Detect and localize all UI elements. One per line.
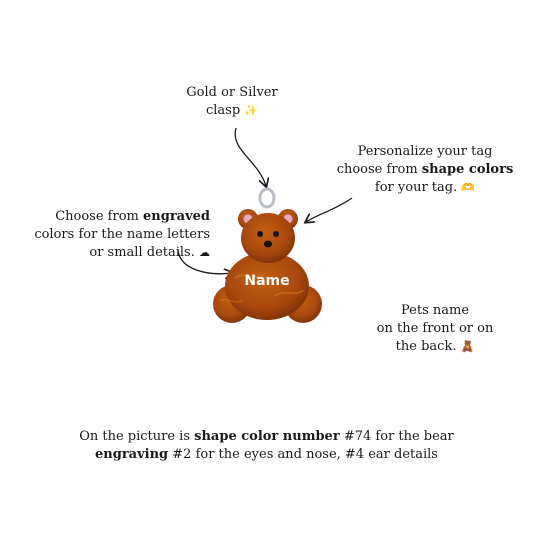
shape-color-note: Personalize your tag choose from shape c… bbox=[320, 143, 530, 197]
sparkles-icon: ✨ bbox=[244, 104, 259, 117]
caption-line1-bold: shape color number bbox=[194, 429, 340, 444]
bear-head bbox=[241, 213, 295, 263]
nose bbox=[264, 240, 272, 248]
engrave-arrow bbox=[177, 249, 232, 274]
shape-line3: for your tag. bbox=[374, 180, 458, 195]
clasp-line1: Gold or Silver bbox=[186, 85, 278, 100]
caption-line2-post: #2 for the eyes and nose, #4 ear details bbox=[168, 447, 438, 462]
shape-arrow bbox=[306, 197, 353, 222]
caption-line1-pre: On the picture is bbox=[79, 429, 195, 444]
caption-line2-bold: engraving bbox=[95, 447, 169, 462]
engrave-line3: or small details. bbox=[89, 245, 195, 260]
clasp-note: Gold or Silver clasp ✨ bbox=[172, 84, 292, 120]
clasp-line2: clasp bbox=[205, 103, 241, 118]
bear-tag-image: Name bbox=[213, 187, 322, 323]
engrave-line1-pre: Choose from bbox=[55, 209, 143, 224]
teddy-bear-icon: 🧸 bbox=[460, 340, 475, 353]
pets-line2: on the front or on bbox=[376, 321, 494, 336]
engraving-note: Choose from engraved colors for the name… bbox=[18, 208, 210, 262]
pets-line1: Pets name bbox=[400, 303, 470, 318]
pets-name-note: Pets name on the front or on the back. 🧸 bbox=[370, 302, 500, 356]
engrave-line2: colors for the name letters bbox=[34, 227, 210, 242]
bottom-caption: On the picture is shape color number #74… bbox=[0, 428, 533, 464]
caption-line1-post: #74 for the bear bbox=[339, 429, 454, 444]
pets-line3: the back. bbox=[395, 339, 457, 354]
cloud-icon: ☁ bbox=[199, 246, 210, 259]
heart-hands-icon: 🫶 bbox=[461, 181, 476, 194]
engraved-name: Name bbox=[244, 273, 289, 289]
shape-line2-bold: shape colors bbox=[421, 162, 514, 177]
bear-body bbox=[225, 252, 309, 320]
clasp-arrow bbox=[234, 127, 266, 186]
left-eye bbox=[257, 231, 263, 237]
shape-line2-pre: choose from bbox=[336, 162, 422, 177]
engrave-line1-bold: engraved bbox=[143, 209, 210, 224]
right-eye bbox=[273, 231, 279, 237]
shape-line1: Personalize your tag bbox=[357, 144, 493, 159]
clasp-ring bbox=[258, 187, 276, 209]
